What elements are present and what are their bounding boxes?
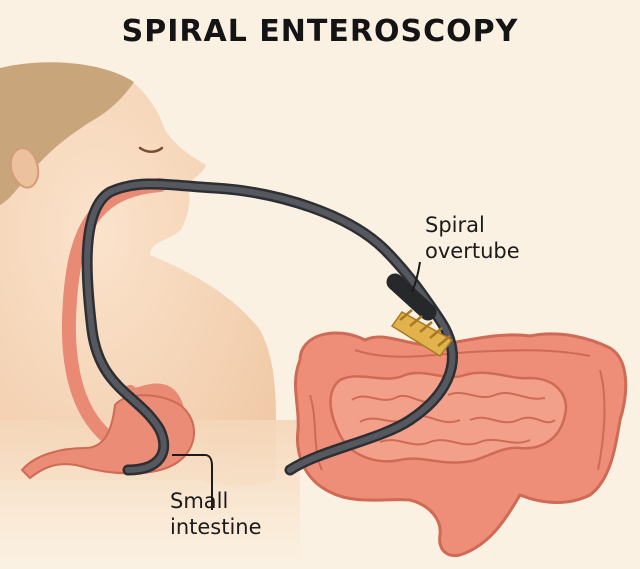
overtube-leader-line [411, 261, 421, 293]
label-small-intestine: Small intestine [170, 488, 262, 540]
label-line: overtube [425, 239, 520, 263]
label-line: intestine [170, 515, 262, 539]
ear [9, 146, 40, 189]
label-line: Spiral [425, 213, 485, 237]
endoscope [81, 178, 458, 476]
endoscope-tube [84, 180, 456, 473]
closed-eye [138, 146, 164, 153]
intestine-loops [309, 349, 606, 471]
intestines [293, 331, 628, 558]
label-spiral-overtube: Spiral overtube [425, 212, 520, 264]
intestine-leader-line [172, 454, 213, 510]
overtube-sleeve [386, 273, 437, 321]
label-line: Small [170, 489, 229, 513]
esophagus [61, 178, 186, 456]
diagram-title: SPIRAL ENTEROSCOPY [121, 14, 519, 49]
spiral-wrap [390, 309, 454, 358]
